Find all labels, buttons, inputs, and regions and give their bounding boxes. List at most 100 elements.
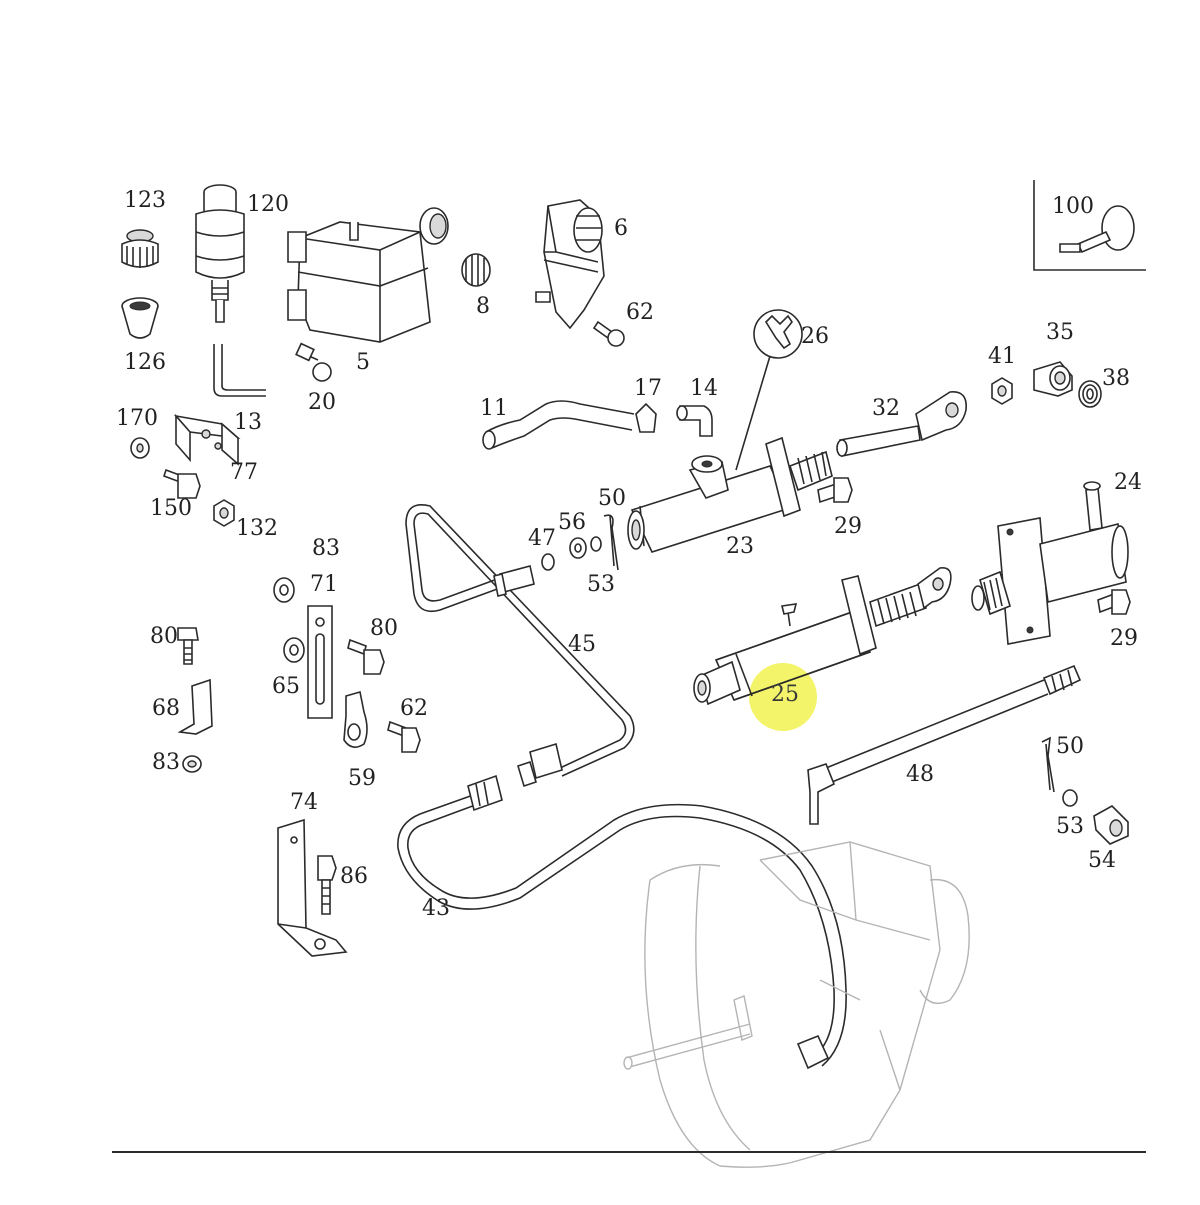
label-part-48: 48	[906, 762, 934, 787]
label-part-35: 35	[1046, 320, 1074, 345]
plate-71	[308, 606, 332, 718]
clutch-cylinder-25	[694, 568, 951, 731]
brake-line-43	[398, 776, 846, 1068]
label-part-53-top: 53	[587, 572, 615, 597]
bolt-62-top	[594, 322, 624, 346]
cable-tie-100	[1060, 206, 1134, 252]
bracket-74	[278, 820, 346, 956]
label-part-80-right: 80	[370, 616, 398, 641]
label-part-74: 74	[290, 790, 318, 815]
cotter-pin-50-lower	[1042, 738, 1054, 792]
label-part-5: 5	[356, 350, 370, 375]
label-part-14: 14	[690, 376, 718, 401]
label-part-41: 41	[988, 344, 1016, 369]
bolt-20	[296, 344, 331, 381]
highlight-marker	[749, 663, 817, 731]
washer-83-top	[274, 578, 294, 602]
clamp-59	[344, 692, 367, 747]
brake-line-45	[406, 505, 634, 786]
label-part-20: 20	[308, 390, 336, 415]
label-part-150: 150	[150, 496, 192, 521]
washer-53-lower	[1063, 790, 1077, 806]
washer-53	[591, 537, 601, 551]
label-part-71: 71	[310, 572, 338, 597]
bracket-68	[180, 680, 212, 734]
pipe-48	[808, 666, 1080, 824]
reservoir-120	[196, 185, 244, 322]
label-part-53-lower: 53	[1056, 814, 1084, 839]
bolt-150	[164, 470, 200, 498]
label-part-13: 13	[234, 410, 262, 435]
label-part-32: 32	[872, 396, 900, 421]
cap-123	[122, 230, 158, 268]
label-part-50-lower: 50	[1056, 734, 1084, 759]
label-part-24: 24	[1114, 470, 1142, 495]
washer-170	[131, 438, 149, 458]
nut-83-lower	[183, 756, 201, 772]
label-part-43: 43	[422, 896, 450, 921]
label-part-50-top: 50	[598, 486, 626, 511]
label-part-170: 170	[116, 406, 158, 431]
label-part-120: 120	[247, 192, 289, 217]
slave-cylinder-24	[972, 482, 1128, 644]
bolt-29-upper	[818, 478, 852, 502]
label-part-100: 100	[1052, 194, 1094, 219]
label-part-29-upper: 29	[834, 514, 862, 539]
bolt-80-right	[348, 640, 384, 674]
nut-132	[214, 500, 234, 526]
cap-8	[462, 254, 490, 286]
valve-6	[536, 200, 604, 328]
reservoir-tank-5	[288, 208, 448, 342]
label-part-11: 11	[480, 396, 508, 421]
spring-38	[1079, 381, 1101, 407]
label-part-6: 6	[614, 216, 628, 241]
bolt-29-lower	[1098, 590, 1130, 614]
wrench-symbol-26	[736, 310, 802, 470]
hose-11	[486, 401, 634, 432]
label-part-47: 47	[528, 526, 556, 551]
washer-56	[570, 538, 586, 558]
push-rod-32	[837, 392, 966, 456]
label-part-83-lower: 83	[152, 750, 180, 775]
bolt-80-left	[178, 628, 198, 664]
label-part-77: 77	[230, 460, 258, 485]
label-part-29-lower: 29	[1110, 626, 1138, 651]
eye-35	[1034, 362, 1072, 396]
label-part-132: 132	[236, 516, 278, 541]
fitting-54	[1094, 806, 1128, 844]
label-part-68: 68	[152, 696, 180, 721]
transmission-housing	[624, 842, 969, 1167]
label-part-62-lower: 62	[400, 696, 428, 721]
label-part-83-top: 83	[312, 536, 340, 561]
bolt-62-lower	[388, 722, 420, 752]
label-part-26: 26	[801, 324, 829, 349]
bolt-86	[318, 856, 336, 914]
label-part-8: 8	[476, 294, 490, 319]
label-part-54: 54	[1088, 848, 1116, 873]
label-part-38: 38	[1102, 366, 1130, 391]
inset-frame	[1034, 180, 1146, 270]
label-part-56: 56	[558, 510, 586, 535]
label-part-59: 59	[348, 766, 376, 791]
label-part-62-top: 62	[626, 300, 654, 325]
washer-65	[284, 638, 304, 662]
clip-17	[636, 404, 656, 432]
label-part-23: 23	[726, 534, 754, 559]
hose-13	[214, 344, 266, 396]
label-part-45: 45	[568, 632, 596, 657]
label-part-25-highlighted: 25	[771, 682, 799, 707]
label-part-80-left: 80	[150, 624, 178, 649]
label-part-86: 86	[340, 864, 368, 889]
label-part-65: 65	[272, 674, 300, 699]
label-part-123: 123	[124, 188, 166, 213]
seal-126	[122, 298, 158, 338]
elbow-14	[677, 406, 712, 436]
label-part-17: 17	[634, 376, 662, 401]
washer-47	[542, 554, 554, 570]
master-cylinder-23	[628, 438, 832, 552]
cotter-pin-50	[604, 515, 618, 570]
bracket-77	[176, 416, 238, 464]
label-part-126: 126	[124, 350, 166, 375]
